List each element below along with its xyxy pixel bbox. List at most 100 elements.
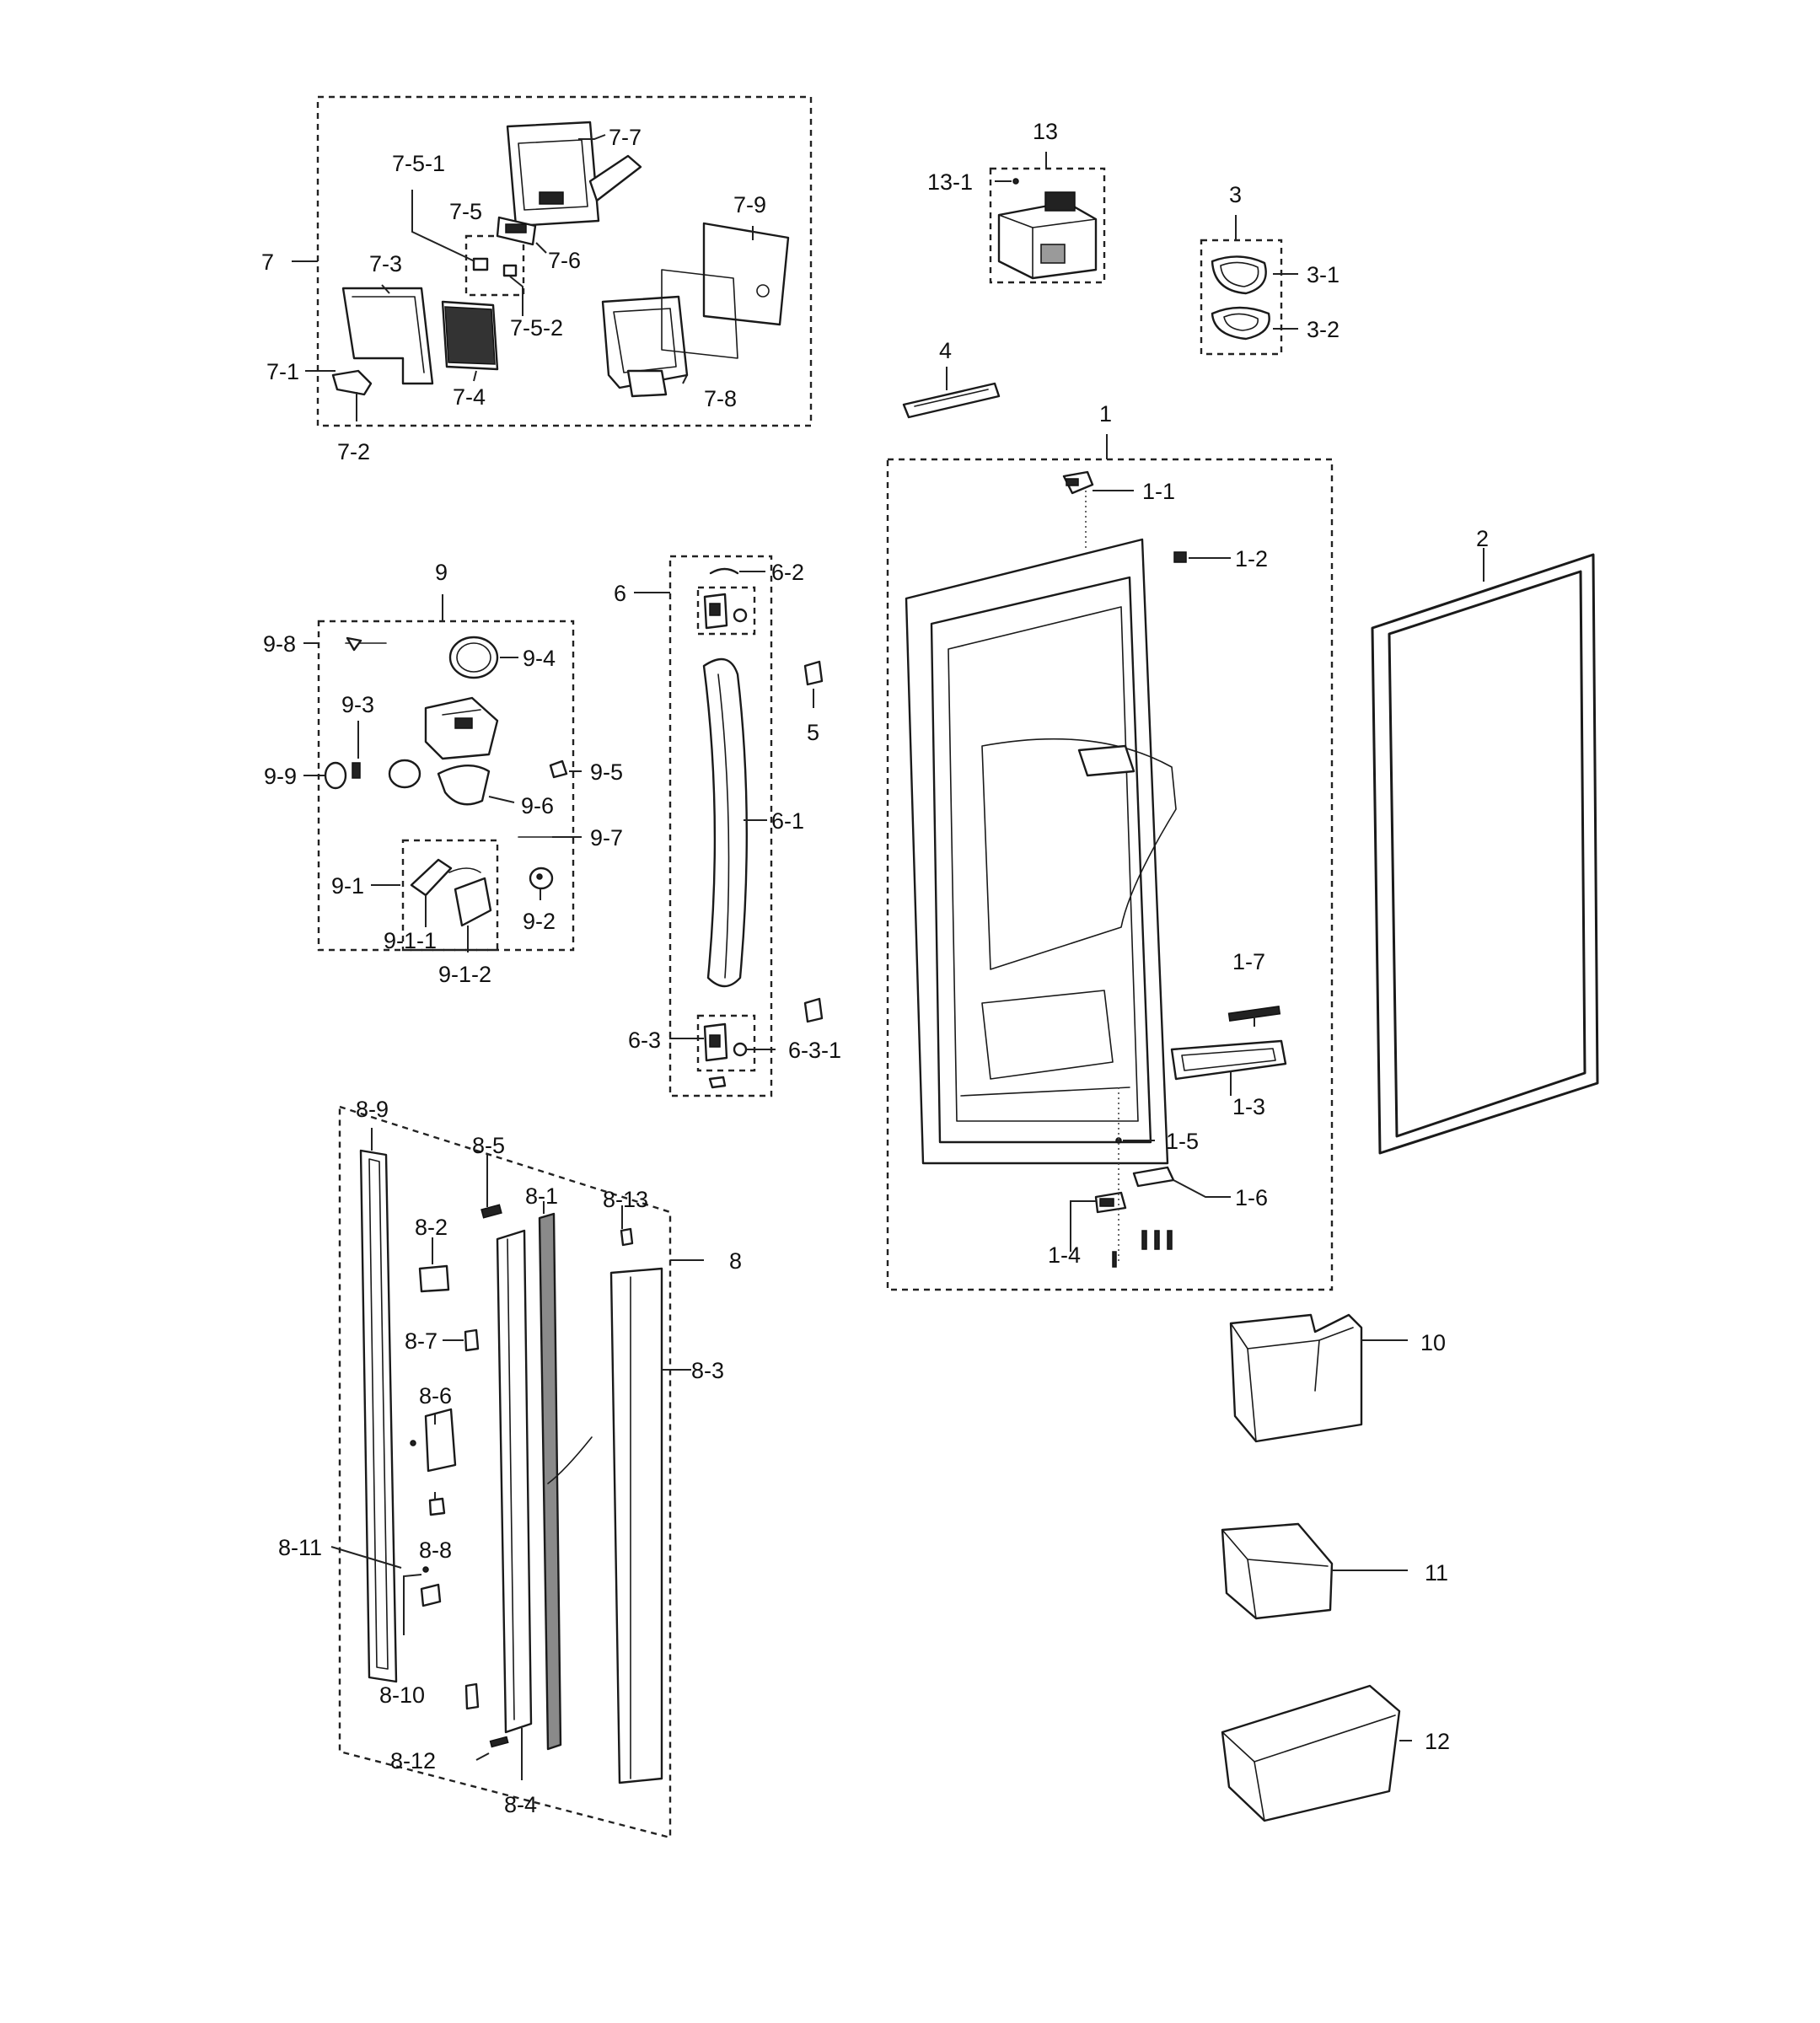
- part-10-bin: [1229, 1313, 1363, 1443]
- part-9-2-gear: [529, 867, 554, 890]
- part-9-3-motor-bracket: [424, 696, 499, 760]
- label-8-7: 8-7: [405, 1328, 438, 1354]
- part-7-7-dispenser-housing: [506, 121, 642, 228]
- part-9-5-clip: [549, 759, 568, 779]
- label-9-7: 9-7: [590, 825, 623, 851]
- label-5: 5: [807, 720, 819, 745]
- part-3-1-ring: [1211, 255, 1267, 295]
- label-8-3: 8-3: [691, 1358, 724, 1383]
- label-1-4: 1-4: [1048, 1242, 1081, 1268]
- label-6-1: 6-1: [771, 808, 804, 834]
- part-2-gasket: [1371, 553, 1599, 1155]
- part-6-3-holder-bottom: [703, 1022, 748, 1089]
- part-9-6a-cylinder: [388, 759, 421, 789]
- label-1-7: 1-7: [1232, 949, 1265, 974]
- part-8-6-plate: [410, 1408, 457, 1473]
- group-3-box: [1200, 239, 1283, 356]
- part-6-2-cap: [709, 567, 739, 575]
- group-8-box: [338, 1105, 672, 1839]
- part-1-4-hinge: [1094, 1191, 1127, 1214]
- part-1-6-bracket: [1112, 1166, 1175, 1268]
- label-8-11: 8-11: [278, 1535, 322, 1560]
- label-7-3: 7-3: [369, 251, 402, 276]
- part-8-8-clip: [428, 1497, 446, 1516]
- label-1-1: 1-1: [1142, 479, 1175, 504]
- label-8-13: 8-13: [603, 1187, 648, 1212]
- label-10: 10: [1420, 1330, 1446, 1355]
- label-8-4: 8-4: [504, 1792, 537, 1817]
- label-7-5-2: 7-5-2: [510, 315, 563, 341]
- group-7-5-subbox: [464, 234, 525, 297]
- part-1-1-cap: [1062, 470, 1094, 495]
- part-6-holder-top: [703, 593, 748, 630]
- label-6: 6: [614, 581, 626, 606]
- label-8-9: 8-9: [356, 1097, 389, 1122]
- label-9-8: 9-8: [263, 631, 296, 657]
- label-3-2: 3-2: [1307, 317, 1339, 342]
- label-3-1: 3-1: [1307, 262, 1339, 287]
- label-8-10: 8-10: [379, 1682, 425, 1708]
- group-6-box: [668, 555, 773, 1097]
- group-6-2-subbox: [696, 586, 756, 636]
- part-8-7-block: [464, 1328, 480, 1352]
- label-7-2: 7-2: [337, 439, 370, 464]
- label-4: 4: [939, 338, 952, 363]
- part-1-door: [905, 538, 1177, 1165]
- part-5-bolt-bottom: [803, 997, 824, 1023]
- part-8-3-rail: [609, 1267, 663, 1784]
- part-11-bin: [1221, 1522, 1334, 1620]
- label-1-3: 1-3: [1232, 1094, 1265, 1119]
- part-9-1-2-plate: [448, 867, 492, 927]
- part-3-2-ring: [1211, 306, 1270, 341]
- part-7-1-lever: [331, 369, 373, 396]
- label-7-4: 7-4: [453, 384, 486, 410]
- label-9-6: 9-6: [521, 793, 554, 818]
- part-7-4-panel: [441, 300, 499, 371]
- label-7-5-1: 7-5-1: [392, 151, 445, 176]
- part-9-9-knob: [324, 761, 361, 790]
- part-13-1-screw: [1012, 178, 1019, 185]
- part-8-9-long-gasket: [359, 1149, 398, 1683]
- label-11: 11: [1425, 1560, 1448, 1586]
- part-6-1-handle: [702, 657, 749, 988]
- callout-labels: 7 7-7 7-5-1 7-5 7-9 7-3 7-6 7-5-2 7-1 7-…: [261, 119, 1489, 1817]
- part-8-5-clip: [481, 1204, 502, 1219]
- label-9-3: 9-3: [341, 692, 374, 717]
- label-8: 8: [729, 1248, 742, 1274]
- label-8-12: 8-12: [390, 1748, 436, 1773]
- label-7-7: 7-7: [609, 125, 642, 150]
- part-7-3-cover: [341, 287, 434, 385]
- group-9-1-box: [401, 839, 499, 952]
- label-6-3-1: 6-3-1: [788, 1038, 841, 1063]
- label-7-5: 7-5: [449, 199, 482, 224]
- part-7-5-1-button: [472, 257, 489, 271]
- label-3: 3: [1229, 182, 1242, 207]
- group-1-box: [886, 458, 1334, 1291]
- label-2: 2: [1476, 526, 1489, 551]
- group-9-box: [317, 620, 575, 952]
- part-7-9-back-panel: [661, 222, 790, 359]
- part-4-bar: [902, 382, 1001, 419]
- label-13-1: 13-1: [927, 169, 973, 195]
- label-7-6: 7-6: [548, 248, 581, 273]
- label-9-1: 9-1: [331, 873, 364, 899]
- label-8-8: 8-8: [419, 1537, 452, 1563]
- label-13: 13: [1033, 119, 1058, 144]
- part-12-bin: [1221, 1684, 1401, 1822]
- part-13-module: [997, 191, 1098, 280]
- part-8-12-small: [464, 1682, 509, 1748]
- part-8-2-bracket: [418, 1264, 450, 1293]
- part-9-6-flap: [437, 764, 491, 806]
- label-12: 12: [1425, 1729, 1450, 1754]
- part-9-1-1-lever: [410, 858, 453, 897]
- label-7: 7: [261, 250, 274, 275]
- part-8-13-clip: [620, 1227, 634, 1247]
- label-9-2: 9-2: [523, 909, 556, 934]
- label-7-1: 7-1: [266, 359, 299, 384]
- label-9-5: 9-5: [590, 759, 623, 785]
- label-1: 1: [1099, 401, 1112, 427]
- label-7-8: 7-8: [704, 386, 737, 411]
- part-5-bolt-top: [803, 660, 824, 686]
- leader-lines: [292, 134, 1484, 1780]
- part-7-6-switch: [496, 216, 537, 246]
